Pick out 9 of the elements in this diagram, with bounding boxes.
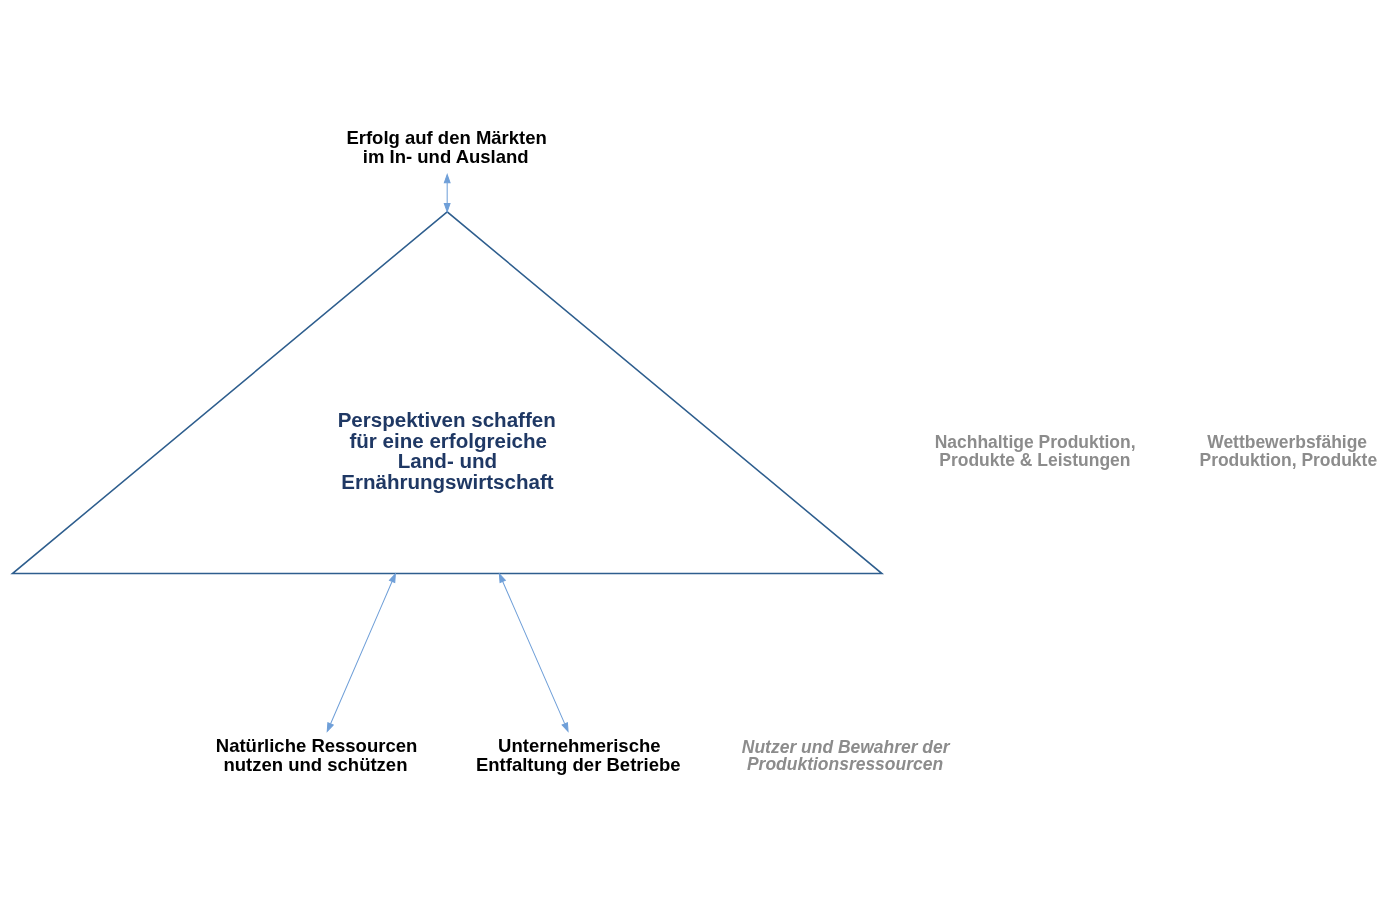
node-text: Natürliche Ressourcen nutzen und schützen <box>215 735 418 775</box>
arrow <box>443 173 451 214</box>
node-text: Unternehmerische Entfaltung der Betriebe <box>475 735 681 775</box>
label: Nachhaltige Produktion, Produkte & Leistungen <box>934 432 1136 470</box>
arrow <box>326 572 396 733</box>
arrow <box>498 572 569 733</box>
label: Nutzer und Bewahrer der Produktionsressourcen <box>741 736 950 775</box>
node-text: Erfolg auf den Märkten im In- und Ausland <box>346 127 547 167</box>
label: Wettbewerbsfähige Produktion, Produkte <box>1199 432 1378 470</box>
